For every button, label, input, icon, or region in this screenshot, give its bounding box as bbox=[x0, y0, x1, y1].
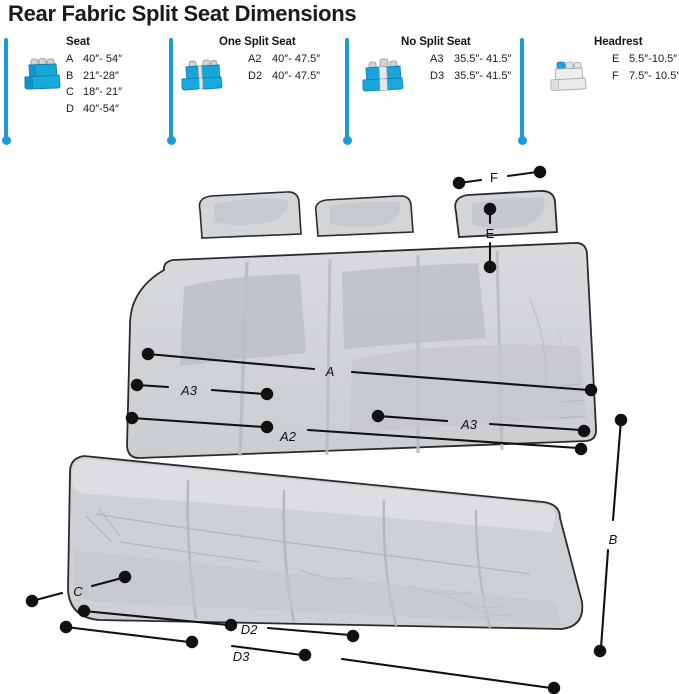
legend-divider bbox=[1, 38, 11, 145]
legend-row: F 7.5″- 10.5″ bbox=[612, 68, 679, 85]
legend-key: C bbox=[66, 86, 74, 98]
legend-row: D3 35.5″- 41.5″ bbox=[430, 68, 511, 85]
legend-column-seat: Seat A 40″- 54″ B 21″-28″ C 18″- 21″ D 4… bbox=[1, 36, 169, 151]
legend-divider bbox=[166, 38, 176, 145]
legend-key: E bbox=[612, 53, 620, 65]
legend-value: 40″- 47.5″ bbox=[272, 69, 321, 82]
dim-label-B: B bbox=[609, 532, 618, 547]
legend-value: 18″- 21″ bbox=[83, 86, 122, 98]
no-split-seat-icon bbox=[359, 56, 404, 96]
legend-column-one-split-seat: One Split Seat A2 40″- 47.5″ D2 40″- 47.… bbox=[166, 36, 345, 151]
dim-label-A: A bbox=[325, 364, 335, 379]
legend-value: 40″- 47.5″ bbox=[272, 53, 321, 65]
dim-label-C: C bbox=[73, 584, 83, 599]
dim-label-F: F bbox=[490, 170, 498, 185]
dim-label-A2: A2 bbox=[279, 429, 297, 444]
headrest-icon bbox=[544, 56, 588, 96]
legend-body: Headrest E 5.5″-10.5″ F 7.5″- 10.5″ bbox=[574, 36, 679, 84]
legend-value: 40″-54″ bbox=[83, 102, 119, 115]
legend-value: 7.5″- 10.5″ bbox=[629, 69, 679, 82]
dimension-lines bbox=[25, 165, 628, 694]
legend-value: 21″-28″ bbox=[83, 69, 119, 82]
dim-label-E: E bbox=[486, 226, 495, 241]
legend-body: Seat A 40″- 54″ B 21″-28″ C 18″- 21″ D 4… bbox=[66, 36, 122, 117]
legend: Seat A 40″- 54″ B 21″-28″ C 18″- 21″ D 4… bbox=[0, 36, 679, 151]
legend-row: B 21″-28″ bbox=[66, 68, 122, 85]
legend-heading: No Split Seat bbox=[401, 36, 471, 48]
dim-label-D2: D2 bbox=[241, 622, 258, 637]
legend-row: A3 35.5″- 41.5″ bbox=[430, 51, 511, 68]
dim-label-A3-left: A3 bbox=[180, 383, 198, 398]
seat-illustration bbox=[67, 190, 597, 630]
legend-key: A2 bbox=[248, 53, 262, 65]
legend-key: D3 bbox=[430, 69, 445, 82]
legend-key: D2 bbox=[248, 69, 263, 82]
one-split-seat-icon bbox=[177, 56, 223, 96]
legend-body: No Split Seat A3 35.5″- 41.5″ D3 35.5″- … bbox=[367, 36, 511, 84]
bench-seat-icon bbox=[19, 56, 63, 96]
legend-divider bbox=[342, 38, 352, 145]
legend-row: D2 40″- 47.5″ bbox=[248, 68, 320, 85]
legend-heading: One Split Seat bbox=[219, 36, 296, 48]
legend-value: 35.5″- 41.5″ bbox=[454, 53, 512, 65]
dim-label-D3: D3 bbox=[233, 649, 250, 664]
legend-row: D 40″-54″ bbox=[66, 101, 122, 118]
legend-row: A2 40″- 47.5″ bbox=[248, 51, 320, 68]
legend-body: One Split Seat A2 40″- 47.5″ D2 40″- 47.… bbox=[193, 36, 320, 84]
page-title: Rear Fabric Split Seat Dimensions bbox=[8, 1, 357, 26]
legend-column-headrest: Headrest E 5.5″-10.5″ F 7.5″- 10.5″ bbox=[517, 36, 679, 151]
legend-heading: Seat bbox=[66, 36, 90, 48]
dimension-labels: F E A A3 A3 A2 B C D2 D3 D bbox=[73, 170, 618, 664]
legend-divider bbox=[517, 38, 527, 145]
legend-value: 5.5″-10.5″ bbox=[629, 53, 678, 65]
legend-key: D bbox=[66, 102, 74, 115]
legend-value: 35.5″- 41.5″ bbox=[454, 69, 512, 82]
legend-key: B bbox=[66, 69, 74, 82]
legend-column-no-split-seat: No Split Seat A3 35.5″- 41.5″ D3 35.5″- … bbox=[342, 36, 520, 151]
legend-heading: Headrest bbox=[594, 36, 643, 48]
legend-key: A3 bbox=[430, 53, 444, 65]
legend-key: F bbox=[612, 69, 619, 82]
legend-key: A bbox=[66, 53, 74, 65]
dim-label-A3-right: A3 bbox=[460, 417, 478, 432]
seat-dimension-diagram: F E A A3 A3 A2 B C D2 D3 D bbox=[0, 150, 679, 694]
legend-value: 40″- 54″ bbox=[83, 53, 122, 65]
legend-row: A 40″- 54″ bbox=[66, 51, 122, 68]
legend-row: E 5.5″-10.5″ bbox=[612, 51, 679, 68]
legend-row: C 18″- 21″ bbox=[66, 84, 122, 101]
